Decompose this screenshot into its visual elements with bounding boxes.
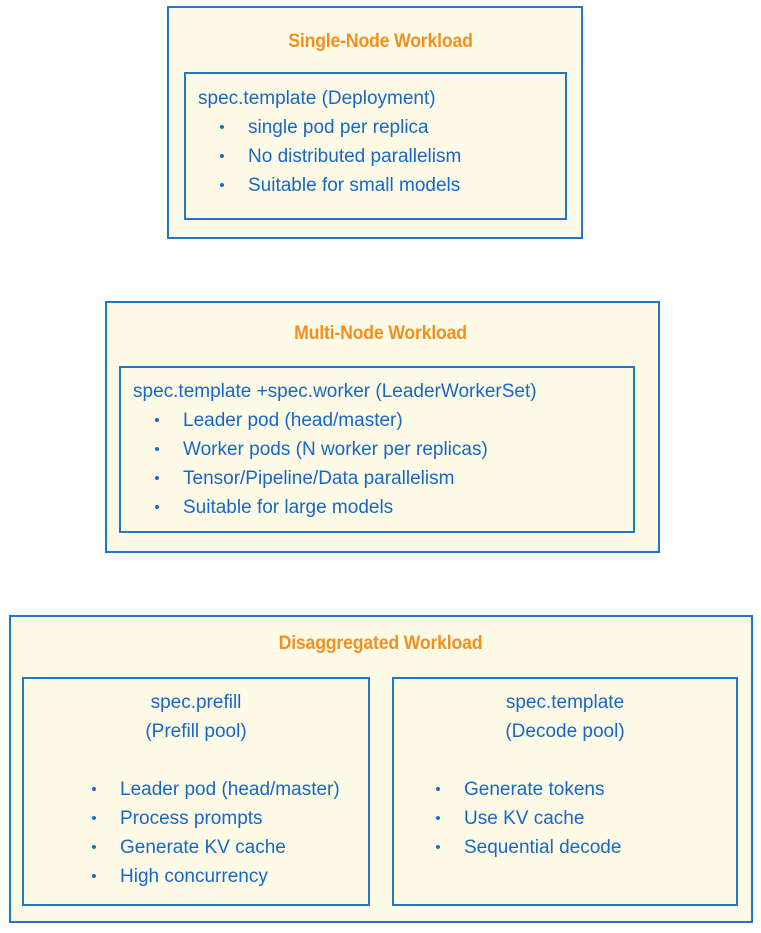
bullet-dot-icon: • — [219, 119, 225, 136]
bullet-dot-icon: • — [154, 470, 160, 487]
spec-box-prefill-pool — [22, 677, 370, 906]
spec-heading-multi-node: spec.template +spec.worker (LeaderWorker… — [133, 381, 537, 402]
bullet-dot-icon: • — [435, 810, 441, 827]
list-item: • Process prompts — [86, 804, 370, 833]
bullet-text: Suitable for small models — [248, 175, 461, 196]
panel-title-single-node: Single-Node Workload — [288, 31, 473, 52]
list-item: • Sequential decode — [430, 833, 738, 862]
bullet-text: Process prompts — [120, 808, 263, 829]
bullet-dot-icon: • — [154, 441, 160, 458]
bullet-text: Tensor/Pipeline/Data parallelism — [183, 468, 455, 489]
spec-body-multi-node: spec.template +spec.worker (LeaderWorker… — [133, 377, 537, 522]
list-item: • single pod per replica — [214, 113, 461, 142]
bullet-dot-icon: • — [91, 810, 97, 827]
spec-box-single-node — [184, 72, 567, 220]
list-item: • Suitable for large models — [149, 493, 537, 522]
list-item: • Use KV cache — [430, 804, 738, 833]
spec-heading-decode-line2: (Decode pool) — [505, 721, 625, 742]
bullet-dot-icon: • — [154, 499, 160, 516]
bullet-list-prefill-pool: • Leader pod (head/master) • Process pro… — [86, 775, 370, 891]
list-item: • No distributed parallelism — [214, 142, 461, 171]
bullet-dot-icon: • — [91, 868, 97, 885]
bullet-dot-icon: • — [219, 148, 225, 165]
bullet-text: No distributed parallelism — [248, 146, 462, 167]
list-item: • Tensor/Pipeline/Data parallelism — [149, 464, 537, 493]
spec-body-prefill-pool: spec.prefill (Prefill pool) • Leader pod… — [22, 688, 370, 891]
list-item: • Leader pod (head/master) — [149, 406, 537, 435]
spec-heading-decode-line1: spec.template — [505, 692, 625, 713]
spec-box-multi-node — [119, 366, 635, 533]
spec-heading-single-node: spec.template (Deployment) — [198, 88, 436, 109]
bullet-text: Leader pod (head/master) — [120, 779, 340, 800]
bullet-list-multi-node: • Leader pod (head/master) • Worker pods… — [149, 406, 537, 522]
bullet-text: Leader pod (head/master) — [183, 410, 403, 431]
bullet-text: Generate KV cache — [120, 837, 286, 858]
bullet-text: Worker pods (N worker per replicas) — [183, 439, 488, 460]
bullet-list-single-node: • single pod per replica • No distribute… — [214, 113, 461, 200]
list-item: • Suitable for small models — [214, 171, 461, 200]
bullet-text: Suitable for large models — [183, 497, 394, 518]
list-item: • Worker pods (N worker per replicas) — [149, 435, 537, 464]
bullet-dot-icon: • — [91, 839, 97, 856]
list-item: • Leader pod (head/master) — [86, 775, 370, 804]
spec-box-decode-pool — [392, 677, 738, 906]
list-item: • Generate tokens — [430, 775, 738, 804]
bullet-dot-icon: • — [91, 781, 97, 798]
spec-body-decode-pool: spec.template (Decode pool) • Generate t… — [392, 688, 738, 862]
bullet-text: Use KV cache — [464, 808, 585, 829]
list-item: • Generate KV cache — [86, 833, 370, 862]
bullet-text: Sequential decode — [464, 837, 622, 858]
bullet-dot-icon: • — [154, 412, 160, 429]
bullet-list-decode-pool: • Generate tokens • Use KV cache • Seque… — [430, 775, 738, 862]
list-item: • High concurrency — [86, 862, 370, 891]
bullet-dot-icon: • — [435, 781, 441, 798]
bullet-text: Generate tokens — [464, 779, 605, 800]
spec-heading-prefill-line1: spec.prefill — [150, 692, 242, 713]
panel-title-disaggregated: Disaggregated Workload — [278, 633, 483, 654]
bullet-text: single pod per replica — [248, 117, 429, 138]
bullet-dot-icon: • — [219, 177, 225, 194]
spec-body-single-node: spec.template (Deployment) • single pod … — [198, 84, 461, 200]
panel-title-multi-node: Multi-Node Workload — [294, 323, 467, 344]
bullet-text: High concurrency — [120, 866, 268, 887]
bullet-dot-icon: • — [435, 839, 441, 856]
spec-heading-prefill-line2: (Prefill pool) — [145, 721, 247, 742]
